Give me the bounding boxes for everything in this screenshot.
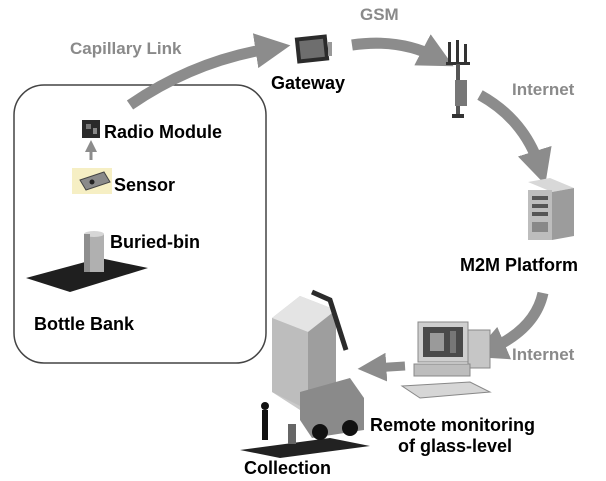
capillary-link-label: Capillary Link bbox=[70, 39, 182, 58]
internet-arrow-2 bbox=[471, 291, 549, 360]
computer-icon bbox=[400, 321, 492, 399]
m2m-platform-label: M2M Platform bbox=[460, 255, 578, 275]
sensor-icon bbox=[72, 168, 112, 194]
bottle-bank-box bbox=[13, 84, 267, 364]
sensor-label: Sensor bbox=[114, 175, 175, 195]
internet-label-1: Internet bbox=[512, 80, 575, 99]
internet-label-2: Internet bbox=[512, 345, 575, 364]
internet-arrow-1 bbox=[477, 90, 552, 185]
bottle-bank-label: Bottle Bank bbox=[34, 314, 135, 334]
collection-arrow bbox=[357, 352, 406, 382]
radio-module-label: Radio Module bbox=[104, 122, 222, 142]
server-icon bbox=[528, 178, 574, 240]
remote-monitoring-label-line2: of glass-level bbox=[398, 436, 512, 456]
remote-monitoring-label-line1: Remote monitoring bbox=[370, 415, 535, 435]
buried-bin-label: Buried-bin bbox=[110, 232, 200, 252]
gateway-icon bbox=[294, 34, 332, 64]
gsm-label: GSM bbox=[360, 5, 399, 24]
collection-label: Collection bbox=[244, 458, 331, 478]
radio-module-icon bbox=[82, 120, 100, 138]
capillary-link-arrow bbox=[126, 33, 291, 110]
gateway-label: Gateway bbox=[271, 73, 345, 93]
truck-icon bbox=[240, 289, 370, 458]
antenna-tower-icon bbox=[446, 40, 470, 118]
gsm-arrow bbox=[351, 34, 454, 67]
buried-bin-icon bbox=[26, 231, 148, 292]
